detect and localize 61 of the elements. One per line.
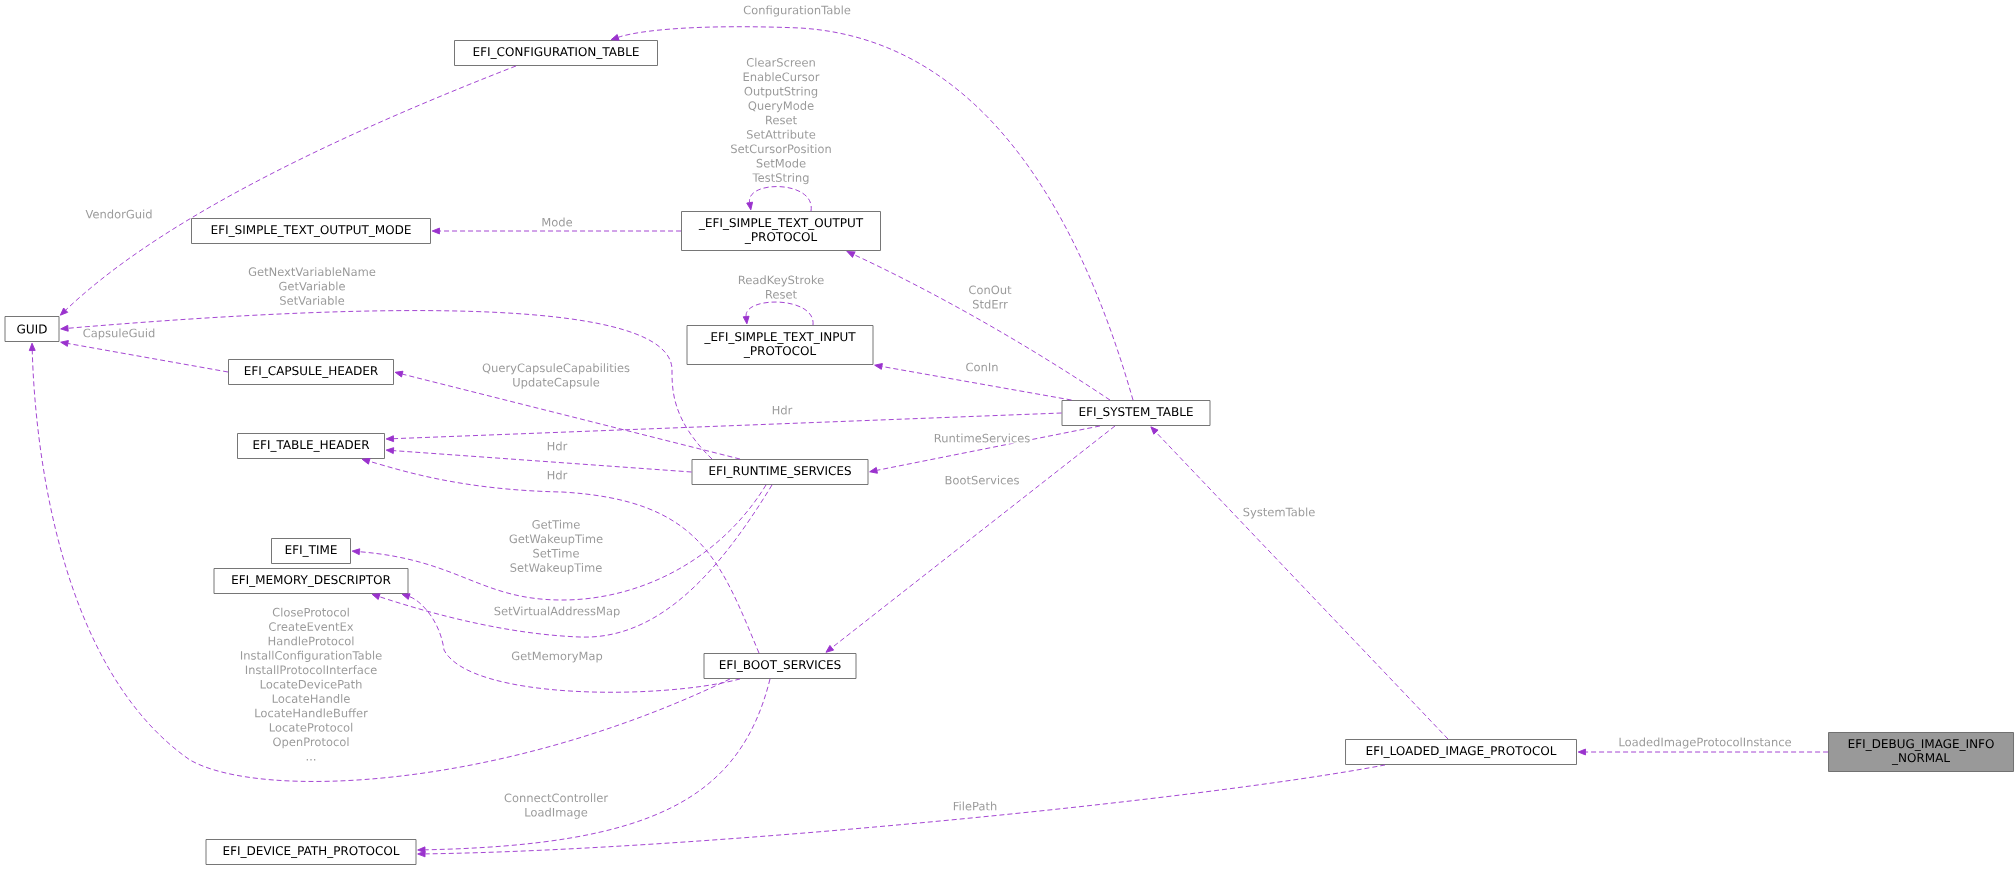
class-box: EFI_RUNTIME_SERVICES <box>691 459 869 485</box>
class-box: EFI_CAPSULE_HEADER <box>228 359 394 385</box>
arrow <box>746 186 812 212</box>
edge-label: ConnectController LoadImage <box>502 792 610 820</box>
arrow <box>385 447 692 473</box>
edge-label: Hdr <box>770 404 794 416</box>
edge-label: CloseProtocol CreateEventEx HandleProtocol InstallConfigurationTable InstallProtocolInterface LocateDevicePath LocateHandle LocateHandleBuffer LocateProtocol OpenProtocol ... <box>238 606 384 762</box>
arrow <box>610 26 1134 401</box>
arrow <box>60 310 713 460</box>
arrow <box>825 425 1116 653</box>
arrow <box>401 593 741 693</box>
edge-label: Mode <box>540 216 574 228</box>
class-box: _EFI_SIMPLE_TEXT_INPUT _PROTOCOL <box>686 325 874 365</box>
edge-label: QueryCapsuleCapabilities UpdateCapsule <box>481 362 631 390</box>
arrow <box>371 484 773 638</box>
class-box: EFI_DEVICE_PATH_PROTOCOL <box>205 839 417 865</box>
edge-label: GetTime GetWakeupTime SetTime SetWakeupTime <box>507 518 605 576</box>
arrow <box>869 425 1101 474</box>
arrow <box>351 484 767 601</box>
edge-label: VendorGuid <box>84 208 154 220</box>
class-box: EFI_LOADED_IMAGE_PROTOCOL <box>1345 739 1577 765</box>
arrow <box>417 678 771 854</box>
arrow <box>1150 426 1449 740</box>
edge-label: ConOut StdErr <box>967 284 1013 310</box>
edge-label: LoadedImageProtocolInstance <box>1617 736 1793 750</box>
arrow <box>874 363 1072 401</box>
arrow <box>417 764 1386 858</box>
arrow <box>431 227 682 235</box>
class-box: EFI_SIMPLE_TEXT_OUTPUT_MODE <box>191 218 431 244</box>
arrow <box>394 370 741 460</box>
class-box: EFI_TIME <box>271 538 351 564</box>
arrow <box>361 458 760 654</box>
class-box: _EFI_SIMPLE_TEXT_OUTPUT _PROTOCOL <box>681 211 881 251</box>
edge-label: RuntimeServices <box>932 432 1032 444</box>
edge-label: FilePath <box>951 800 999 812</box>
edge-label: ConIn <box>964 361 1000 373</box>
edge-label: ClearScreen EnableCursor OutputString QueryMode Reset SetAttribute SetCursorPosition SetMode TestString <box>729 56 833 186</box>
edge-label: SetVirtualAddressMap <box>492 605 622 619</box>
arrow <box>742 301 814 326</box>
arrow <box>1577 748 1829 756</box>
class-box: EFI_SYSTEM_TABLE <box>1061 400 1211 426</box>
class-box: EFI_MEMORY_DESCRIPTOR <box>213 568 409 594</box>
edge-label: Hdr <box>545 469 569 481</box>
arrow <box>846 251 1111 401</box>
class-box: GUID <box>4 316 60 342</box>
edge-label: ReadKeyStroke Reset <box>736 274 826 300</box>
arrow <box>28 342 731 782</box>
class-box: EFI_BOOT_SERVICES <box>703 653 857 679</box>
arrow <box>60 340 229 373</box>
arrow <box>385 412 1062 443</box>
class-box: EFI_DEBUG_IMAGE_INFO _NORMAL <box>1828 732 2014 772</box>
edge-label: ConfigurationTable <box>742 4 852 18</box>
edge-label: GetNextVariableName GetVariable SetVariable <box>247 266 377 306</box>
class-box: EFI_CONFIGURATION_TABLE <box>454 40 658 66</box>
edge-label: CapsuleGuid <box>81 327 157 341</box>
edge-label: BootServices <box>943 474 1021 486</box>
edge-label: GetMemoryMap <box>510 650 604 664</box>
edge-label: SystemTable <box>1241 506 1317 520</box>
arrow <box>59 65 517 316</box>
class-box: EFI_TABLE_HEADER <box>237 433 385 459</box>
edge-label: Hdr <box>545 440 569 452</box>
